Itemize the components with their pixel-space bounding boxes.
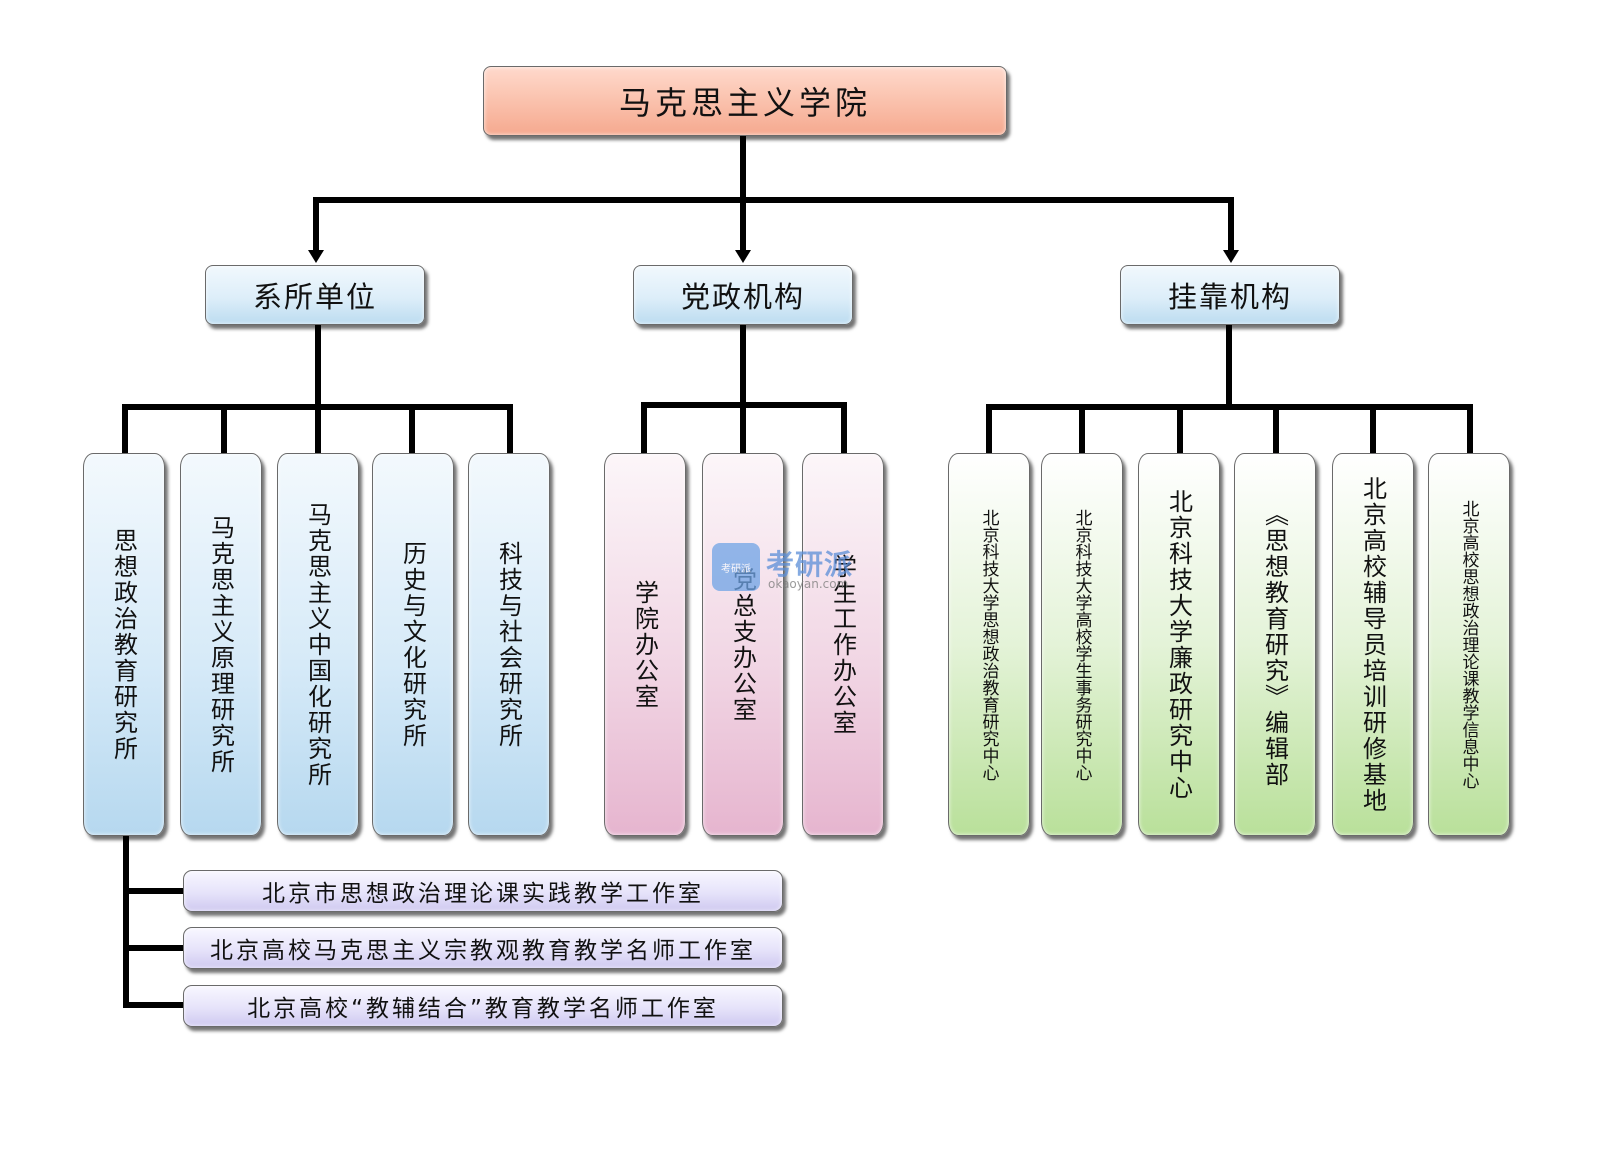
branch-label: 挂靠机构 — [1167, 280, 1292, 314]
affiliated-node[interactable]: 北京科技大学思想政治教育研究中心 — [948, 453, 1030, 836]
studio-node[interactable]: 北京高校“教辅结合”教育教学名师工作室 — [183, 985, 783, 1027]
department-label: 科技与社会研究所 — [494, 540, 523, 749]
studio-label: 北京市思想政治理论课实践教学工作室 — [262, 881, 704, 907]
party-admin-label: 党总支办公室 — [728, 566, 757, 723]
branch-node-affiliated[interactable]: 挂靠机构 — [1120, 265, 1340, 325]
affiliated-node[interactable]: 《思想教育研究》编辑部 — [1234, 453, 1316, 836]
root-node[interactable]: 马克思主义学院 — [483, 66, 1007, 136]
root-label: 马克思主义学院 — [618, 84, 871, 122]
arrow-head-party-admin — [735, 250, 751, 263]
studio-node[interactable]: 北京高校马克思主义宗教观教育教学名师工作室 — [183, 927, 783, 969]
branch-node-departments[interactable]: 系所单位 — [205, 265, 425, 325]
party-admin-label: 学院办公室 — [630, 579, 659, 710]
department-node[interactable]: 科技与社会研究所 — [468, 453, 550, 836]
party-admin-node[interactable]: 学院办公室 — [604, 453, 686, 836]
affiliated-node[interactable]: 北京科技大学高校学生事务研究中心 — [1041, 453, 1123, 836]
studio-label: 北京高校“教辅结合”教育教学名师工作室 — [247, 996, 719, 1022]
affiliated-label: 北京高校思想政治理论课教学信息中心 — [1458, 500, 1479, 789]
affiliated-label: 北京科技大学思想政治教育研究中心 — [978, 508, 999, 781]
affiliated-label: 北京高校辅导员培训研修基地 — [1358, 475, 1387, 814]
party-admin-node[interactable]: 党总支办公室 — [702, 453, 784, 836]
party-admin-node[interactable]: 学生工作办公室 — [802, 453, 884, 836]
arrow-head-departments — [308, 250, 324, 263]
arrow-head-affiliated — [1223, 250, 1239, 263]
department-label: 马克思主义中国化研究所 — [303, 501, 332, 788]
department-label: 历史与文化研究所 — [398, 540, 427, 749]
department-node[interactable]: 马克思主义原理研究所 — [180, 453, 262, 836]
branch-label: 系所单位 — [252, 280, 377, 314]
department-label: 马克思主义原理研究所 — [206, 514, 235, 775]
studio-label: 北京高校马克思主义宗教观教育教学名师工作室 — [210, 938, 756, 964]
branch-label: 党政机构 — [680, 280, 805, 314]
department-node[interactable]: 思想政治教育研究所 — [83, 453, 165, 836]
affiliated-label: 《思想教育研究》编辑部 — [1260, 501, 1289, 788]
affiliated-node[interactable]: 北京高校思想政治理论课教学信息中心 — [1428, 453, 1510, 836]
branch-node-party-admin[interactable]: 党政机构 — [633, 265, 853, 325]
affiliated-label: 北京科技大学高校学生事务研究中心 — [1071, 508, 1092, 781]
department-label: 思想政治教育研究所 — [109, 527, 138, 762]
department-node[interactable]: 马克思主义中国化研究所 — [277, 453, 359, 836]
department-node[interactable]: 历史与文化研究所 — [372, 453, 454, 836]
affiliated-label: 北京科技大学廉政研究中心 — [1164, 488, 1193, 801]
party-admin-label: 学生工作办公室 — [828, 553, 857, 736]
affiliated-node[interactable]: 北京科技大学廉政研究中心 — [1138, 453, 1220, 836]
affiliated-node[interactable]: 北京高校辅导员培训研修基地 — [1332, 453, 1414, 836]
studio-node[interactable]: 北京市思想政治理论课实践教学工作室 — [183, 870, 783, 912]
